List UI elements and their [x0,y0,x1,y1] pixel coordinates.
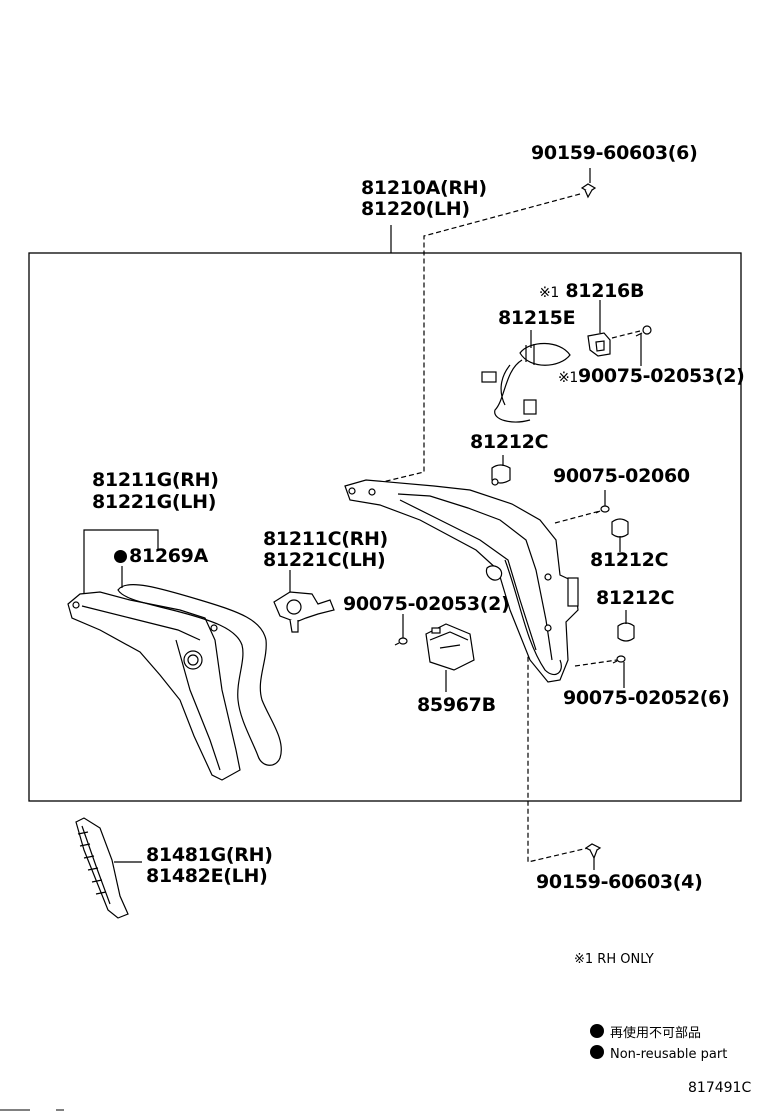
lens-icon [67,591,241,781]
cushion-c-icon [617,622,635,642]
label-lamp-unit-rh: 81211C(RH) [263,528,388,550]
label-fastener-top: 90159-60603(6) [531,142,698,164]
label-screw-mid: 90075-02060 [553,465,690,487]
bracket-number: 81216B [565,280,645,302]
rh-only-note: ※1 RH ONLY [574,952,654,967]
figure-id: 817491C [688,1080,752,1096]
leader-lens [83,529,159,594]
dash-leader-mid [554,510,601,524]
cushion-b-icon [611,518,629,538]
label-screw-lower: 90075-02052(6) [563,687,730,709]
label-lamp-assy-lh: 81220(LH) [361,198,470,220]
non-reusable-dot-icon [590,1045,604,1059]
rh-only-mark: ※1 [539,285,560,301]
screw-upper-number: 90075-02053(2) [578,365,745,387]
legend-jp: 再使用不可部品 [590,1024,701,1042]
lamp-unit-icon [273,591,335,633]
screw-mid-icon [595,505,610,514]
gasket-number: 81269A [129,545,209,567]
non-reusable-dot-icon [590,1024,604,1038]
socket-wire-icon [481,342,571,423]
bracket-icon [587,332,611,357]
label-module: 85967B [417,694,496,716]
label-lens-lh: 81221G(LH) [92,491,217,513]
screw-upper-icon [635,325,652,337]
label-screw-module: 90075-02053(2) [343,593,510,615]
label-screw-upper: ※190075-02053(2) [558,366,745,389]
dash-leader-bracket [611,330,641,339]
fastener-bottom-icon [584,843,602,860]
screw-lower-icon [612,655,626,664]
rh-only-mark: ※1 [558,370,579,386]
label-lamp-unit-lh: 81221C(LH) [263,549,386,571]
lamp-housing-icon [344,478,579,683]
label-garnish-rh: 81481G(RH) [146,844,273,866]
label-lens-rh: 81211G(RH) [92,469,219,491]
non-reusable-dot-icon [114,550,127,563]
fastener-top-icon [580,183,597,199]
legend-en-text: Non-reusable part [610,1047,728,1062]
label-socket-wire: 81215E [498,307,576,329]
label-cushion-a: 81212C [470,431,549,453]
label-cushion-b: 81212C [590,549,669,571]
legend-jp-text: 再使用不可部品 [610,1026,702,1041]
module-icon [425,623,475,671]
label-bracket: ※1 81216B [539,281,644,304]
dash-leader-low [574,659,618,667]
assembly-frame [28,252,742,802]
label-garnish-lh: 81482E(LH) [146,865,268,887]
gasket-icon [117,584,282,766]
screw-module-icon [394,637,408,646]
dash-leader-bottom [507,567,589,863]
label-lamp-assy-rh: 81210A(RH) [361,177,487,199]
label-gasket: 81269A [114,546,208,567]
dash-leader-top [365,193,581,487]
legend-en: Non-reusable part [590,1045,727,1063]
garnish-icon [75,817,129,919]
label-cushion-c: 81212C [596,587,675,609]
label-fastener-bottom: 90159-60603(4) [536,871,703,893]
